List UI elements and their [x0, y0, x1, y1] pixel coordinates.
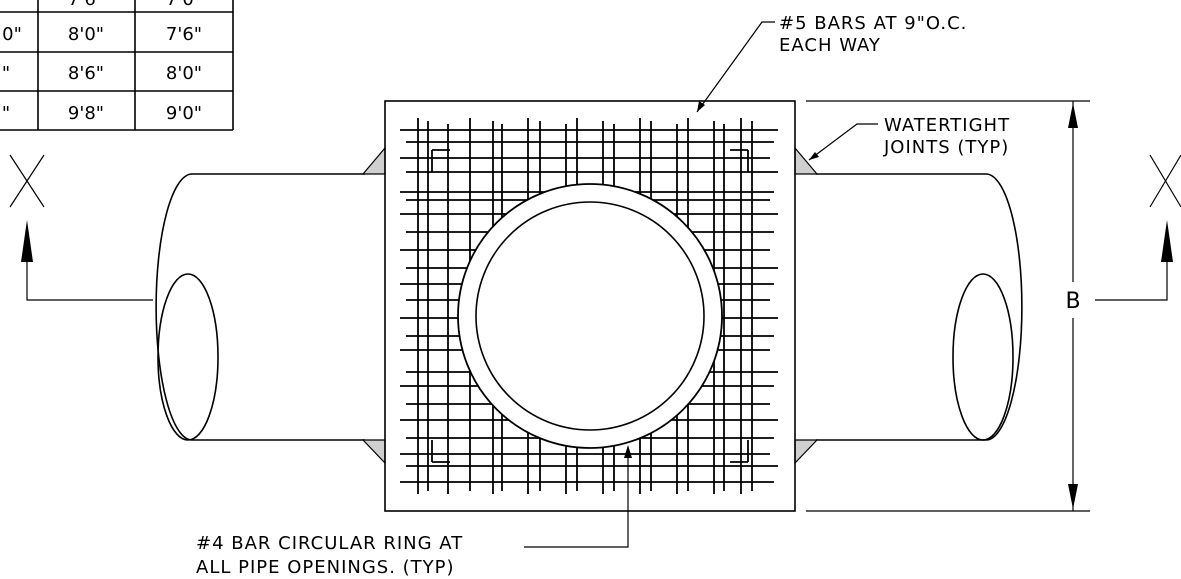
- ring-note-line1: #4 BAR CIRCULAR RING AT: [196, 533, 463, 554]
- bars-note-line1: #5 BARS AT 9"O.C.: [779, 13, 967, 34]
- table-cell: 0": [2, 24, 22, 45]
- bars-note-line2: EACH WAY: [779, 35, 881, 56]
- section-marker-right: [1095, 154, 1181, 301]
- table-cell: 9'0": [166, 103, 202, 124]
- bars-note: #5 BARS AT 9"O.C. EACH WAY: [696, 13, 967, 113]
- table-cell: 7'0": [166, 0, 202, 10]
- dimension-b-label: B: [1065, 289, 1080, 314]
- arrow-up-icon: [1161, 220, 1173, 262]
- section-marker-left: [9, 154, 153, 301]
- joints-note-line1: WATERTIGHT: [884, 115, 1010, 136]
- dimension-table: 7'6" 7'0" 0" 8'0" 7'6" " 8'6" 8'0" " 9'8…: [0, 0, 234, 131]
- table-cell: 9'8": [68, 103, 104, 124]
- ring-note: #4 BAR CIRCULAR RING AT ALL PIPE OPENING…: [196, 445, 632, 578]
- table-cell: 8'0": [68, 24, 104, 45]
- pipe-opening-inner: [475, 201, 705, 431]
- dimension-b: B: [806, 100, 1090, 512]
- pipe-left: [155, 173, 365, 441]
- junction-box: [384, 100, 796, 512]
- arrow-up-icon: [21, 220, 33, 262]
- table-cell: ": [2, 103, 10, 124]
- joints-note-line2: JOINTS (TYP): [883, 137, 1009, 158]
- table-cell: 8'0": [166, 63, 202, 84]
- table-cell: 8'6": [68, 63, 104, 84]
- table-cell: ": [2, 63, 10, 84]
- table-cell: 7'6": [166, 24, 202, 45]
- pipe-right: [816, 173, 1023, 441]
- joints-note: WATERTIGHT JOINTS (TYP): [808, 115, 1010, 161]
- arrow-down-icon: [1068, 484, 1078, 509]
- arrow-up-icon: [1068, 103, 1078, 128]
- ring-note-line2: ALL PIPE OPENINGS. (TYP): [196, 557, 455, 578]
- table-cell: 7'6": [68, 0, 104, 10]
